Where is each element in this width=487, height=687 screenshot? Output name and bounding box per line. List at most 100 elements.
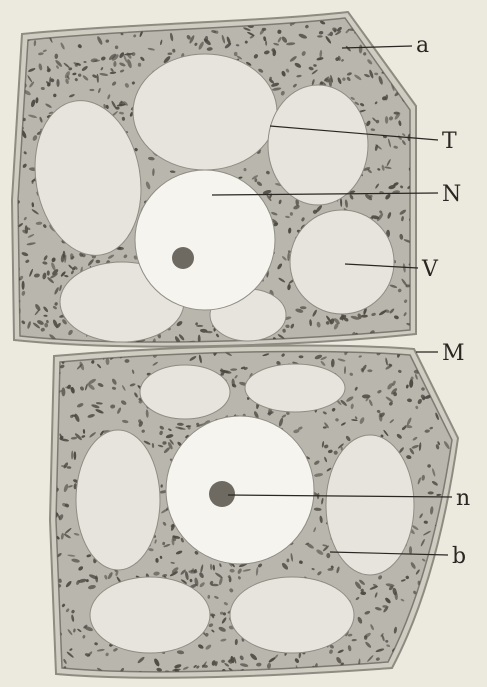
cytoplasm-granule <box>129 13 131 18</box>
cytoplasm-granule <box>62 13 69 22</box>
cytoplasm-granule <box>118 20 124 26</box>
cytoplasm-granule <box>65 14 72 23</box>
cytoplasm-granule <box>367 369 372 372</box>
cytoplasm-granule <box>64 346 68 353</box>
cytoplasm-granule <box>444 582 450 589</box>
cytoplasm-granule <box>423 657 428 662</box>
label-a: a <box>416 33 429 58</box>
cytoplasm-granule <box>402 65 409 68</box>
cytoplasm-granule <box>47 270 50 275</box>
cytoplasm-granule <box>454 633 459 638</box>
upper-vacuole <box>290 210 394 314</box>
cytoplasm-granule <box>268 678 275 682</box>
label-N: N <box>442 182 461 207</box>
cytoplasm-granule <box>407 656 410 664</box>
cytoplasm-granule <box>421 354 430 362</box>
cytoplasm-granule <box>433 379 437 383</box>
cytoplasm-granule <box>447 537 451 546</box>
cytoplasm-granule <box>458 421 461 425</box>
cytoplasm-granule <box>422 663 427 668</box>
cytoplasm-granule <box>435 374 443 382</box>
lower-vacuole <box>140 365 230 419</box>
cytoplasm-granule <box>452 392 458 399</box>
cytoplasm-granule <box>46 15 52 20</box>
cytoplasm-granule <box>360 675 369 678</box>
cytoplasm-granule <box>448 584 456 588</box>
cytoplasm-granule <box>433 567 438 577</box>
cytoplasm-granule <box>446 514 451 518</box>
cytoplasm-granule <box>206 15 211 20</box>
cytoplasm-granule <box>429 643 435 648</box>
cytoplasm-granule <box>409 81 414 90</box>
cytoplasm-granule <box>78 20 86 29</box>
lower-cell <box>47 339 463 683</box>
label-M: M <box>442 341 465 366</box>
cytoplasm-granule <box>451 653 456 656</box>
label-V: V <box>421 257 439 282</box>
cytoplasm-granule <box>414 86 420 91</box>
label-b: b <box>452 544 466 569</box>
cytoplasm-granule <box>196 325 203 327</box>
cytoplasm-granule <box>435 625 442 631</box>
cytoplasm-granule <box>440 594 442 598</box>
cytoplasm-granule <box>451 536 460 539</box>
cytoplasm-granule <box>134 11 141 18</box>
cytoplasm-granule <box>363 24 368 31</box>
cytoplasm-granule <box>406 72 410 76</box>
cytoplasm-granule <box>425 620 430 624</box>
cytoplasm-granule <box>388 44 396 53</box>
upper-vacuole <box>268 85 368 205</box>
cytoplasm-granule <box>341 663 344 665</box>
upper-vacuole <box>133 54 277 170</box>
cytoplasm-granule <box>456 426 462 434</box>
cytoplasm-granule <box>28 19 32 22</box>
cytoplasm-granule <box>437 558 444 562</box>
cytoplasm-granule <box>289 676 293 681</box>
cytoplasm-granule <box>441 587 447 593</box>
cytoplasm-granule <box>445 663 449 670</box>
cytoplasm-granule <box>430 587 436 592</box>
cytoplasm-granule <box>421 635 429 643</box>
cytoplasm-granule <box>72 13 77 19</box>
cytoplasm-granule <box>376 21 383 28</box>
cytoplasm-granule <box>457 533 463 539</box>
cytoplasm-granule <box>82 12 85 16</box>
cytoplasm-granule <box>435 634 443 637</box>
cytoplasm-granule <box>77 11 86 18</box>
cytoplasm-granule <box>403 61 407 65</box>
cytoplasm-granule <box>234 52 238 56</box>
cytoplasm-granule <box>390 337 394 343</box>
cytoplasm-granule <box>373 24 377 29</box>
cytoplasm-granule <box>441 630 447 640</box>
cytoplasm-granule <box>450 539 454 542</box>
lower-vacuole <box>90 577 210 653</box>
cytoplasm-granule <box>106 17 114 21</box>
cytoplasm-granule <box>26 21 32 31</box>
cytoplasm-granule <box>22 281 25 290</box>
cytoplasm-granule <box>432 636 439 645</box>
cytoplasm-granule <box>254 12 258 17</box>
cytoplasm-granule <box>437 633 443 640</box>
lower-vacuole <box>76 430 160 570</box>
cytoplasm-granule <box>390 19 397 26</box>
cytoplasm-granule <box>453 615 458 619</box>
cytoplasm-granule <box>405 16 409 23</box>
cytoplasm-granule <box>434 345 439 350</box>
cytoplasm-granule <box>362 394 371 398</box>
cytoplasm-granule <box>453 534 457 538</box>
label-T: T <box>442 129 457 154</box>
cytoplasm-granule <box>411 672 420 677</box>
cytoplasm-granule <box>420 622 426 629</box>
cytoplasm-granule <box>117 16 123 25</box>
cytoplasm-granule <box>429 673 432 681</box>
cytoplasm-granule <box>447 587 455 591</box>
cytoplasm-granule <box>121 13 126 17</box>
cytoplasm-granule <box>80 13 88 19</box>
cytoplasm-granule <box>53 94 56 98</box>
upper-cell <box>11 10 422 354</box>
cytoplasm-granule <box>144 11 150 19</box>
lower-nucleus <box>166 416 314 564</box>
cytoplasm-granule <box>439 589 444 594</box>
cytoplasm-granule <box>52 18 61 23</box>
cytoplasm-granule <box>443 389 451 398</box>
